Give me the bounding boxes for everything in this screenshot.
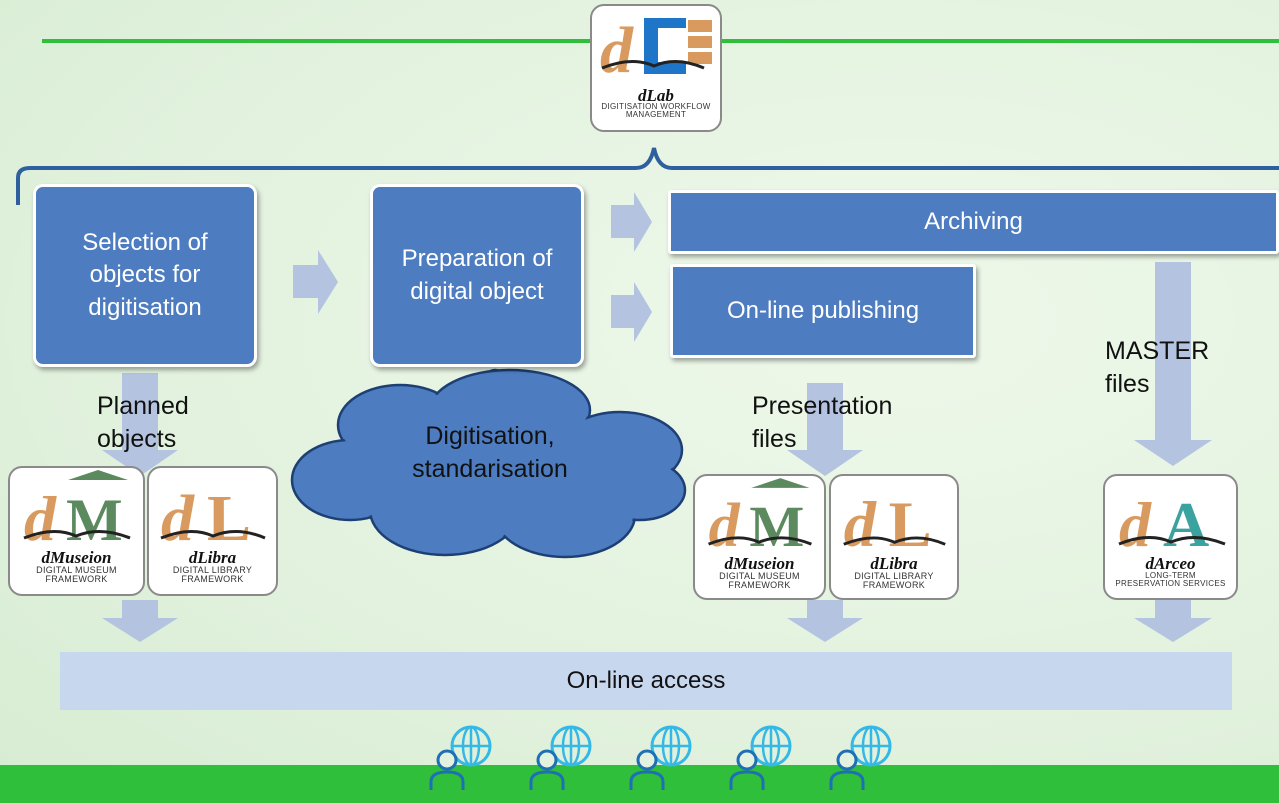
arrow-presentation-down — [787, 383, 863, 476]
svg-text:d: d — [161, 482, 195, 550]
dlibra-subtitle: DIGITAL LIBRARY FRAMEWORK — [172, 565, 253, 585]
user-globe-icon — [429, 725, 492, 792]
svg-text:M: M — [749, 494, 804, 556]
darceo-mark-icon: d A — [1118, 489, 1226, 556]
dlab-name: dLab — [638, 86, 674, 105]
svg-text:L: L — [889, 489, 932, 556]
users-row — [429, 725, 892, 792]
svg-text:d: d — [709, 492, 741, 556]
user-globe-icon — [529, 725, 592, 792]
brace — [16, 147, 1279, 205]
dmuseion-subtitle: DIGITAL MUSEUM FRAMEWORK — [36, 565, 117, 585]
dlibra-subtitle: DIGITAL LIBRARY FRAMEWORK — [854, 571, 934, 591]
arrow-middle-to-access — [787, 600, 863, 642]
dlibra-name: dLibra — [870, 554, 918, 573]
label-planned-objects: Planned objects — [97, 392, 189, 453]
svg-text:M: M — [66, 487, 123, 550]
dmuseion-name: dMuseion — [724, 554, 795, 573]
dmuseion-name: dMuseion — [41, 548, 112, 567]
arrow-selection-to-preparation — [293, 250, 338, 314]
svg-text:A: A — [1163, 489, 1209, 556]
arrow-left-to-access — [102, 600, 178, 642]
box-publishing-label: On-line publishing — [726, 296, 920, 324]
logo-dlab: d dLab DIGITISATION WORKFLOW MANAGEMENT — [590, 4, 722, 132]
logo-dlibra-middle: d L dLibra DIGITAL LIBRARY FRAMEWORK — [829, 474, 959, 600]
svg-text:d: d — [844, 489, 877, 556]
logo-dlibra-left: d L dLibra DIGITAL LIBRARY FRAMEWORK — [147, 466, 278, 596]
arrow-planned-down — [102, 373, 178, 476]
online-access-label: On-line access — [566, 667, 726, 694]
dlibra-mark-icon: d L — [843, 489, 946, 556]
label-cloud: Digitisation, standarisation — [412, 422, 568, 483]
logo-dmuseion-middle: d M dMuseion DIGITAL MUSEUM FRAMEWORK — [693, 474, 826, 600]
dlibra-name: dLibra — [188, 548, 237, 567]
arrow-master-down — [1134, 262, 1212, 466]
dlab-subtitle: DIGITISATION WORKFLOW MANAGEMENT — [601, 102, 711, 120]
box-selection-label: Selection of objects for digitisation — [82, 228, 208, 321]
arrow-right-to-access — [1134, 600, 1212, 642]
svg-text:L: L — [207, 482, 251, 550]
online-access-bar: On-line access — [60, 652, 1232, 710]
dmuseion-mark-icon: d M — [708, 478, 812, 556]
darceo-name: dArceo — [1145, 554, 1196, 573]
box-preparation: Preparation of digital object — [370, 184, 584, 367]
svg-text:d: d — [600, 14, 634, 86]
user-globe-icon — [729, 725, 792, 792]
box-selection: Selection of objects for digitisation — [33, 184, 257, 367]
label-master-files: MASTER files — [1105, 337, 1210, 398]
arrow-to-archiving — [611, 192, 652, 252]
svg-text:d: d — [24, 483, 57, 550]
arrow-to-publishing — [611, 282, 652, 342]
box-preparation-label: Preparation of digital object — [401, 245, 553, 305]
dmuseion-subtitle: DIGITAL MUSEUM FRAMEWORK — [719, 571, 800, 591]
svg-text:d: d — [1119, 489, 1152, 556]
logo-darceo: d A dArceo LONG-TERM PRESERVATION SERVIC… — [1103, 474, 1238, 600]
dlab-mark-icon: d — [600, 14, 712, 86]
box-publishing: On-line publishing — [670, 264, 976, 358]
label-presentation-files: Presentation files — [752, 392, 893, 453]
box-archiving-label: Archiving — [924, 207, 1023, 235]
dlibra-mark-icon: d L — [160, 482, 266, 550]
darceo-subtitle: LONG-TERM PRESERVATION SERVICES — [1115, 571, 1226, 589]
logo-dmuseion-left: d M dMuseion DIGITAL MUSEUM FRAMEWORK — [8, 466, 145, 596]
dmuseion-mark-icon: d M — [23, 470, 131, 550]
user-globe-icon — [629, 725, 692, 792]
user-globe-icon — [829, 725, 892, 792]
box-archiving: Archiving — [668, 190, 1279, 254]
